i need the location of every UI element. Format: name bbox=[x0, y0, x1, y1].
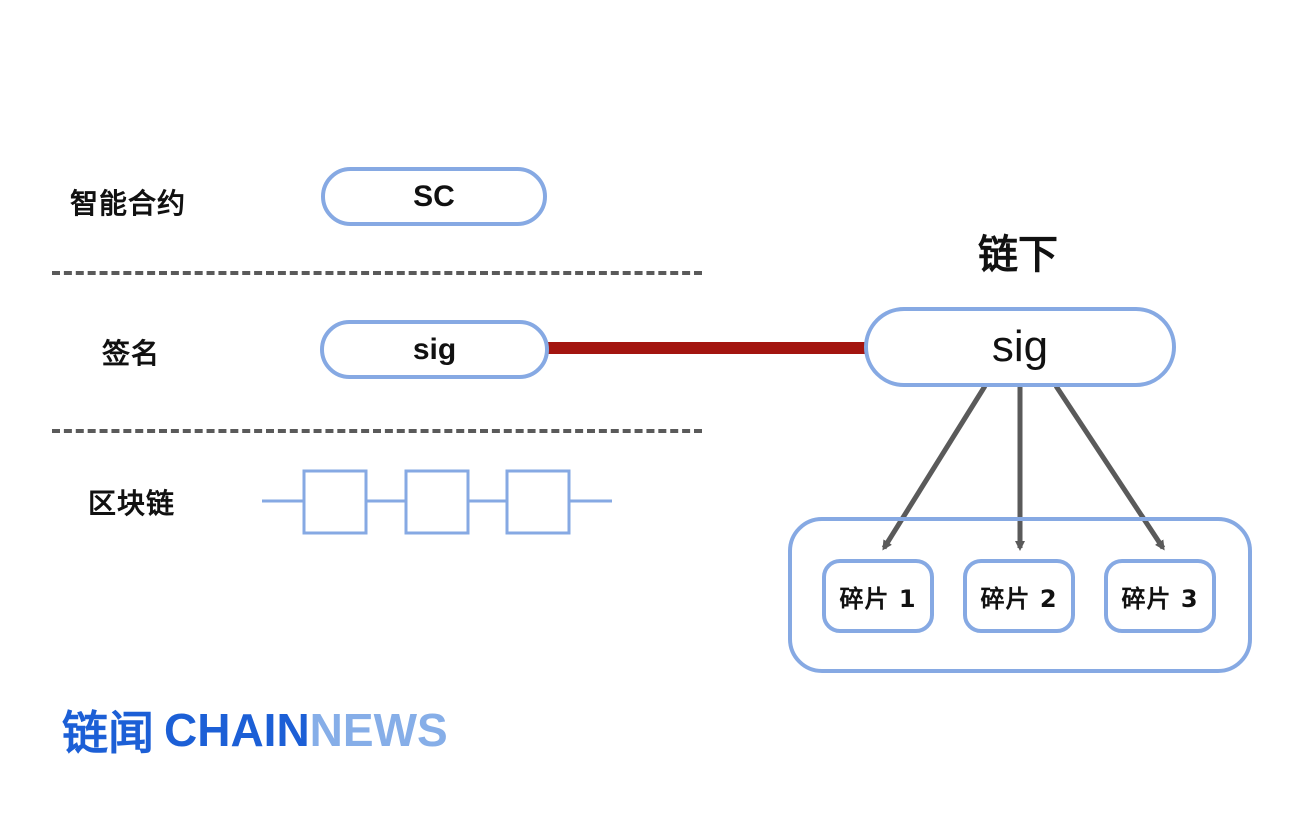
fragment-1: 碎片 1 bbox=[822, 559, 934, 633]
fragment-2: 碎片 2 bbox=[963, 559, 1075, 633]
brand-chain: CHAIN bbox=[164, 704, 310, 756]
block-3 bbox=[505, 469, 571, 535]
fragment-2-label: 碎片 2 bbox=[980, 584, 1058, 613]
separator-top bbox=[52, 271, 702, 275]
offchain-sig-node: sig bbox=[864, 307, 1176, 387]
row-label-signature: 签名 bbox=[102, 337, 161, 370]
fragment-3-label: 碎片 3 bbox=[1121, 584, 1199, 613]
contract-node: SC bbox=[321, 167, 547, 226]
separator-bottom bbox=[52, 429, 702, 433]
block-2 bbox=[404, 469, 470, 535]
brand-logo: 链闻 CHAINNEWS bbox=[62, 702, 448, 760]
offchain-title: 链下 bbox=[978, 232, 1058, 278]
fragments-container bbox=[788, 517, 1252, 673]
fragment-3: 碎片 3 bbox=[1104, 559, 1216, 633]
row-label-contract: 智能合约 bbox=[70, 187, 187, 220]
split-arrows bbox=[881, 384, 1166, 551]
row-label-blockchain: 区块链 bbox=[88, 487, 176, 520]
brand-news: NEWS bbox=[309, 704, 448, 756]
blockchain-chain bbox=[262, 469, 612, 535]
signature-node-label: sig bbox=[412, 332, 457, 366]
fragment-1-label: 碎片 1 bbox=[839, 584, 917, 613]
offchain-sig-label: sig bbox=[991, 322, 1049, 371]
arrow-to-fragment-3 bbox=[1053, 384, 1166, 551]
brand-english: CHAINNEWS bbox=[164, 703, 448, 757]
contract-node-label: SC bbox=[413, 179, 455, 213]
block-1 bbox=[302, 469, 368, 535]
signature-node: sig bbox=[320, 320, 549, 379]
brand-chinese: 链闻 bbox=[62, 706, 154, 760]
arrow-to-fragment-1 bbox=[881, 384, 988, 551]
